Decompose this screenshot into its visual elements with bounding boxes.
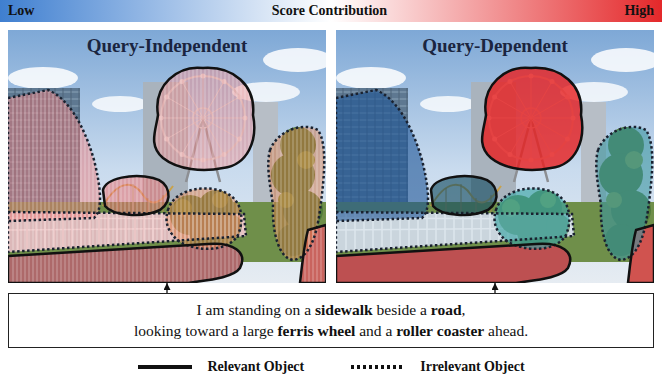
query-word: standing [228, 301, 284, 318]
score-overlay [336, 68, 654, 283]
query-word: looking [134, 322, 185, 339]
score-scale: Low Score Contribution High [0, 0, 662, 22]
relevant-outline [628, 225, 654, 283]
query-word: coaster [437, 322, 488, 339]
legend: Relevant Object Irrelevant Object [0, 359, 662, 375]
irrelevant-outline [596, 127, 652, 260]
legend-item: Irrelevant Object [350, 359, 524, 375]
keyword: sidewalk [315, 301, 373, 318]
irrelevant-outline [336, 90, 428, 221]
irrelevant-outline [167, 188, 242, 248]
score-overlay [431, 176, 496, 215]
panel-title: Query-Independent [87, 35, 247, 57]
query-arrow [166, 283, 167, 293]
score-overlay [336, 90, 428, 221]
scale-label: Score Contribution [272, 3, 387, 19]
score-color-bar [0, 0, 662, 22]
keyword: ferris [277, 322, 313, 339]
query-dependent-image [336, 30, 654, 283]
keyword: road [431, 301, 462, 318]
query-word: a [420, 301, 431, 318]
query-independent-image [8, 30, 326, 283]
query-text: I am standing on a sidewalk beside a roa… [19, 299, 643, 342]
hatch-overlay [154, 68, 254, 170]
relevant-outline [482, 68, 582, 170]
query-word: am [206, 301, 229, 318]
legend-sample [137, 362, 193, 372]
hatch-overlay [103, 176, 168, 215]
irrelevant-outline [495, 188, 570, 248]
legend-line [138, 365, 192, 369]
query-independent-image [8, 30, 326, 283]
relevant-outline [154, 68, 254, 170]
legend-label: Irrelevant Object [420, 359, 524, 375]
score-overlay [8, 90, 100, 221]
keyword: wheel [317, 322, 355, 339]
score-overlay [482, 68, 582, 170]
irrelevant-outline [268, 127, 324, 260]
query-word: a [304, 301, 315, 318]
irrelevant-outline [8, 90, 324, 260]
legend-sample [350, 362, 406, 372]
legend-label: Relevant Object [207, 359, 304, 375]
hatch-overlay [268, 127, 324, 260]
relevant-outline [336, 68, 654, 283]
irrelevant-outline [336, 90, 652, 260]
legend-line [351, 365, 405, 369]
relevant-outline [431, 176, 496, 215]
relevant-outline [8, 244, 242, 283]
query-box: I am standing on a sidewalk beside a roa… [8, 293, 654, 348]
query-word: ferris [277, 322, 317, 339]
hatch-overlay [8, 90, 100, 221]
score-overlay [154, 68, 254, 170]
panel-title: Query-Dependent [422, 35, 568, 57]
query-word: sidewalk [315, 301, 377, 318]
query-word: ahead. [488, 322, 528, 339]
query-word: road, [431, 301, 466, 318]
scale-label: Low [8, 3, 34, 19]
relevant-outline [8, 68, 326, 283]
query-word: roller [396, 322, 437, 339]
relevant-outline [300, 225, 326, 283]
query-word: and [359, 322, 385, 339]
image-panel: Query-Dependent [336, 30, 654, 283]
keyword: roller [396, 322, 433, 339]
score-overlay [596, 127, 652, 260]
hatch-overlay [8, 68, 326, 283]
query-word: large [243, 322, 278, 339]
query-dependent-image [336, 30, 654, 283]
query-arrow [494, 283, 495, 293]
score-overlay [8, 68, 326, 283]
irrelevant-outline [336, 212, 574, 252]
query-word: wheel [317, 322, 359, 339]
scale-label: High [624, 3, 654, 19]
irrelevant-outline [8, 212, 246, 252]
query-word: on [285, 301, 304, 318]
query-word: I [197, 301, 206, 318]
keyword: coaster [437, 322, 484, 339]
query-word: toward [185, 322, 232, 339]
irrelevant-outline [8, 90, 100, 221]
legend-item: Relevant Object [137, 359, 304, 375]
query-word: beside [377, 301, 420, 318]
image-panel: Query-Independent [8, 30, 326, 283]
relevant-outline [336, 244, 570, 283]
query-word: a [232, 322, 243, 339]
query-word: a [385, 322, 396, 339]
relevant-outline [103, 176, 168, 215]
score-overlay [103, 176, 168, 215]
